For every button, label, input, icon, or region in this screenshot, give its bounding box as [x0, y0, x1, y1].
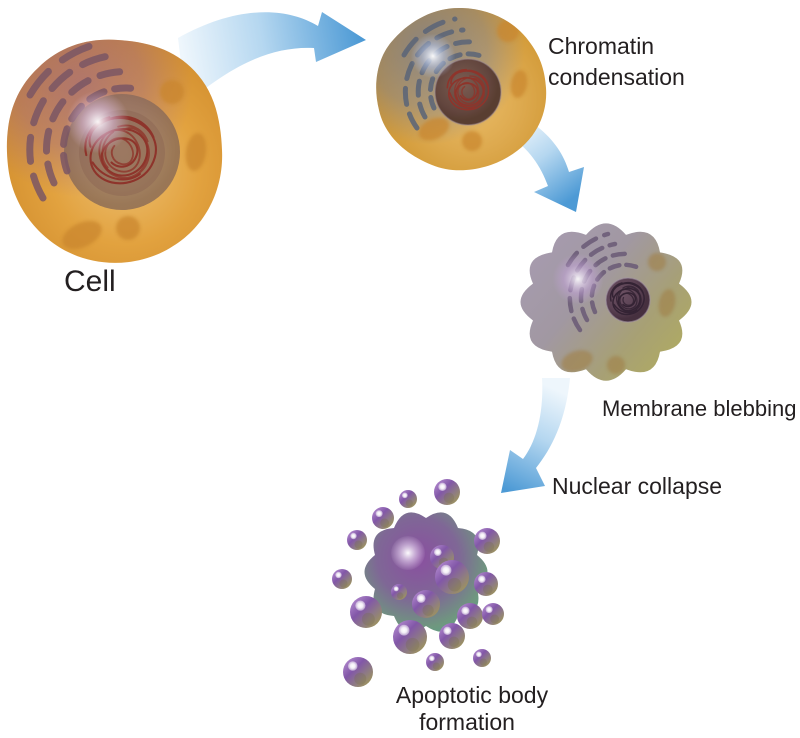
apoptotic-body	[426, 653, 444, 671]
highlight-glare	[391, 536, 425, 570]
label-apoptotic-line1: Apoptotic body	[396, 682, 549, 708]
apoptotic-body	[474, 528, 500, 554]
label-nuclear-collapse: Nuclear collapse	[552, 473, 722, 499]
organelles	[561, 253, 676, 374]
arrow-to-apoptotic-bodies	[501, 378, 570, 493]
labels: Cell Chromatin condensation Membrane ble…	[64, 33, 796, 735]
stage-chromatin-condensation	[376, 7, 547, 171]
apoptotic-body	[434, 479, 460, 505]
label-membrane-blebbing: Membrane blebbing	[602, 396, 796, 421]
apoptotic-body	[347, 530, 367, 550]
apoptotic-body	[439, 623, 465, 649]
label-cell: Cell	[64, 265, 116, 298]
apoptotic-body	[391, 584, 407, 600]
apoptotic-bodies-cluster	[332, 479, 504, 687]
arrow-to-chromatin-condensation	[178, 12, 366, 104]
highlight-glare	[548, 249, 608, 309]
apoptotic-body	[474, 572, 498, 596]
apoptotic-body	[372, 507, 394, 529]
organelles	[418, 20, 528, 151]
apoptotic-body	[343, 657, 373, 687]
label-apoptotic-line2: formation	[419, 709, 515, 735]
organelles	[62, 80, 207, 250]
apoptotic-body	[412, 590, 440, 618]
highlight-glare	[56, 80, 140, 164]
stage-cell	[6, 39, 223, 263]
apoptotic-body	[473, 649, 491, 667]
stage-membrane-blebbing	[520, 223, 692, 381]
apoptotic-body	[350, 596, 382, 628]
label-chromatin-line2: condensation	[548, 64, 685, 90]
apoptotic-body	[332, 569, 352, 589]
apoptotic-body	[482, 603, 504, 625]
apoptotic-body	[399, 490, 417, 508]
label-chromatin-line1: Chromatin	[548, 33, 654, 59]
apoptotic-body	[393, 620, 427, 654]
apoptotic-body	[457, 603, 483, 629]
highlight-glare	[405, 28, 461, 84]
apoptotic-body	[435, 560, 469, 594]
